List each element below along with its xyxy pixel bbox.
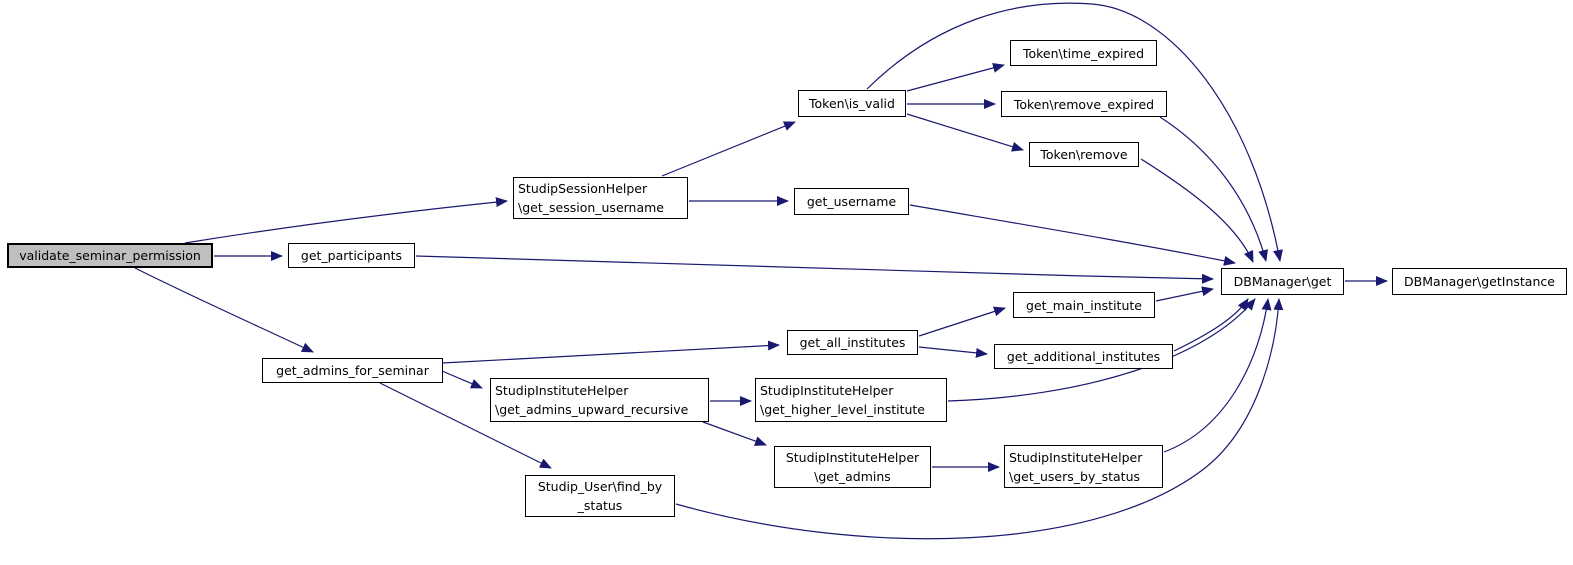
node-label-line: \get_admins_upward_recursive [495, 402, 689, 417]
node-get_admins_upward_recursive[interactable]: StudipInstituteHelper \get_admins_upward_… [490, 378, 709, 422]
node-label-line: DBManager\getInstance [1404, 274, 1555, 289]
edge-get_admins_for_seminar--get_all_institutes [441, 340, 780, 364]
node-get_admins[interactable]: StudipInstituteHelper \get_admins [774, 446, 931, 488]
node-label-line: Token\is_valid [809, 96, 895, 111]
node-get_users_by_status[interactable]: StudipInstituteHelper \get_users_by_statu… [1004, 445, 1163, 488]
node-label-line: Token\remove_expired [1013, 96, 1155, 112]
node-label-line: get_main_institute [1026, 297, 1142, 313]
edge-get_admins_for_seminar--find_by_status [379, 382, 552, 469]
edge-get_additional_institutes--dbmanager_get [1173, 298, 1249, 352]
edge-token_is_valid--dbmanager_get [866, 2, 1283, 262]
node-get_additional_institutes[interactable]: get_additional_institutes [994, 344, 1173, 369]
node-label-line: get_username [806, 194, 897, 209]
node-get_admins_for_seminar[interactable]: get_admins_for_seminar [262, 358, 443, 383]
node-label-line: StudipInstituteHelper [1009, 449, 1143, 465]
node-get_session_username[interactable]: StudipSessionHelper \get_session_username [513, 177, 688, 219]
node-label-line: Studip_User\find_by [537, 479, 663, 494]
node-label-line: \get_admins [814, 469, 891, 484]
edge-get_users_by_status--dbmanager_get [1163, 298, 1272, 453]
node-label-line: get_admins_for_seminar [276, 363, 429, 378]
edge-validate_seminar_permission--get_admins_for_seminar [134, 267, 314, 353]
edge-get_main_institute--dbmanager_get [1155, 286, 1214, 302]
node-label-line: StudipInstituteHelper [785, 450, 920, 465]
node-get_username[interactable]: get_username [794, 188, 909, 215]
node-label-line: StudipInstituteHelper [495, 383, 629, 398]
node-label-line: \get_higher_level_institute [760, 402, 925, 417]
node-token_time_expired[interactable]: Token\time_expired [1010, 40, 1157, 66]
edge-get_all_institutes--get_main_institute [918, 306, 1006, 337]
node-get_main_institute[interactable]: get_main_institute [1013, 292, 1155, 318]
node-label-line: StudipInstituteHelper [760, 383, 894, 398]
node-label-line: \get_users_by_status [1009, 468, 1141, 484]
node-get_higher_level_institute[interactable]: StudipInstituteHelper \get_higher_level_i… [755, 378, 947, 422]
node-dbmanager_getinstance[interactable]: DBManager\getInstance [1392, 268, 1567, 295]
edge-validate_seminar_permission--get_session_username [184, 197, 508, 244]
node-token_remove[interactable]: Token\remove [1029, 142, 1139, 167]
node-label-line: get_all_institutes [799, 335, 906, 350]
edge-get_admins_for_seminar--get_admins_upward_recursive [441, 370, 483, 389]
edge-get_username--dbmanager_get [909, 204, 1236, 266]
node-label-line: get_additional_institutes [1006, 349, 1161, 364]
edge-token_remove_expired--dbmanager_get [1159, 116, 1268, 262]
node-label-line: _status [577, 498, 623, 513]
edge-get_all_institutes--get_additional_institutes [918, 346, 988, 358]
edge-get_admins_upward_recursive--get_admins [702, 421, 767, 446]
node-label-line: Token\remove [1040, 147, 1128, 162]
node-dbmanager_get[interactable]: DBManager\get [1221, 268, 1344, 295]
node-get_participants[interactable]: get_participants [288, 243, 415, 268]
edge-get_session_username--token_is_valid [661, 121, 796, 177]
node-get_all_institutes[interactable]: get_all_institutes [787, 330, 918, 355]
node-find_by_status[interactable]: Studip_User\find_by _status [525, 475, 675, 517]
edge-token_is_valid--token_remove [906, 113, 1024, 152]
edge-get_higher_level_institute--dbmanager_get [947, 298, 1256, 402]
node-label-line: StudipSessionHelper [518, 181, 648, 196]
edge-token_is_valid--token_time_expired [906, 63, 1005, 92]
node-label-line: validate_seminar_permission [19, 248, 201, 263]
node-label-line: Token\time_expired [1022, 45, 1145, 61]
node-validate_seminar_permission: validate_seminar_permission [7, 243, 213, 268]
edge-token_remove--dbmanager_get [1140, 158, 1254, 263]
node-label-line: DBManager\get [1233, 274, 1332, 289]
node-label-line: \get_session_username [518, 200, 665, 215]
node-label-line: get_participants [300, 248, 403, 263]
node-token_is_valid[interactable]: Token\is_valid [798, 90, 906, 117]
node-token_remove_expired[interactable]: Token\remove_expired [1001, 91, 1167, 117]
edge-find_by_status--dbmanager_get [675, 298, 1284, 540]
